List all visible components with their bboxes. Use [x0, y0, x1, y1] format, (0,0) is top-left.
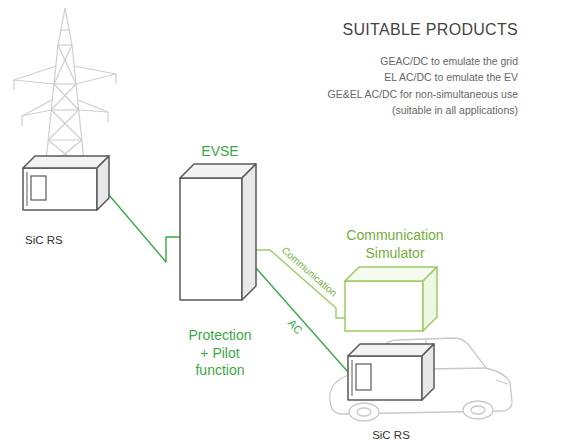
product-note: GEAC/DC to emulate the grid: [318, 53, 518, 69]
power-pylon-part: [76, 74, 116, 84]
power-pylon-part: [58, 8, 72, 45]
box-outline: [22, 155, 110, 211]
panel-window: [31, 176, 46, 200]
power-pylon-part: [22, 110, 51, 116]
power-pylon-part: [54, 83, 76, 84]
power-pylon-part: [79, 110, 108, 112]
rack-unit: SiC RS: [345, 343, 437, 442]
box-outline: [347, 343, 435, 401]
power-pylon-part: [51, 110, 82, 140]
power-pylon-part: [51, 109, 78, 110]
title-heading: SUITABLE PRODUCTS: [318, 20, 518, 40]
cable-line: [109, 195, 180, 262]
unit-label: Communication Simulator: [346, 226, 443, 262]
unit-label: SiC RS: [372, 428, 410, 442]
power-pylon-part: [60, 29, 70, 30]
power-pylon-part: [14, 80, 54, 84]
unit-label: EVSE: [201, 143, 238, 160]
car-outline: [330, 338, 512, 421]
power-pylon-part: [58, 45, 76, 84]
box-top: [345, 267, 437, 281]
power-pylon-part: [13, 80, 14, 90]
power-pylon-part: [74, 66, 116, 74]
power-pylon-part: [54, 84, 79, 110]
box-outline: [344, 266, 438, 332]
unit-label: SiC RS: [25, 233, 63, 247]
box-side: [242, 164, 256, 300]
box-side: [97, 156, 109, 210]
panel-edge: [352, 360, 353, 396]
product-note: GE&EL AC/DC for non-simultaneous use (su…: [318, 86, 518, 119]
product-note: EL AC/DC to emulate the EV: [318, 69, 518, 85]
box-front: [345, 281, 423, 331]
cable-line: [256, 268, 348, 372]
box-top: [23, 156, 109, 168]
car-outline-part: [357, 408, 371, 416]
car-outline-part: [349, 403, 379, 421]
power-pylon-part: [78, 100, 108, 112]
box-top: [348, 344, 434, 356]
car-outline-part: [471, 406, 485, 414]
car-outline-part: [496, 380, 508, 384]
box-side: [423, 267, 437, 331]
cable-label: Communication: [277, 243, 340, 301]
box-front: [180, 178, 242, 300]
simulator-box: Communication Simulator: [340, 226, 450, 332]
power-pylon-part: [51, 84, 76, 110]
box-front: [348, 356, 422, 400]
power-pylon-part: [21, 116, 22, 126]
power-pylon-part: [48, 139, 82, 140]
power-pylon-part: [107, 112, 108, 122]
note-list: GEAC/DC to emulate the gridEL AC/DC to e…: [318, 53, 518, 118]
function-note: Protection + Pilot function: [188, 327, 251, 380]
rack-unit: SiC RS: [20, 155, 115, 247]
panel-edge: [27, 172, 28, 206]
power-pylon-part: [22, 100, 52, 116]
box-outline: [179, 163, 257, 301]
box-front: [23, 168, 97, 210]
charger-cabinet: EVSE Protection + Pilot function: [175, 143, 265, 380]
power-pylon-part: [58, 44, 72, 45]
power-pylon-part: [48, 110, 78, 140]
box-side: [422, 344, 434, 400]
car-outline-part: [463, 401, 493, 419]
panel-window: [356, 364, 371, 390]
cable-label: AC: [283, 315, 306, 338]
power-pylon-part: [54, 45, 72, 84]
power-pylon-part: [115, 74, 116, 84]
power-pylon-part: [14, 66, 56, 80]
